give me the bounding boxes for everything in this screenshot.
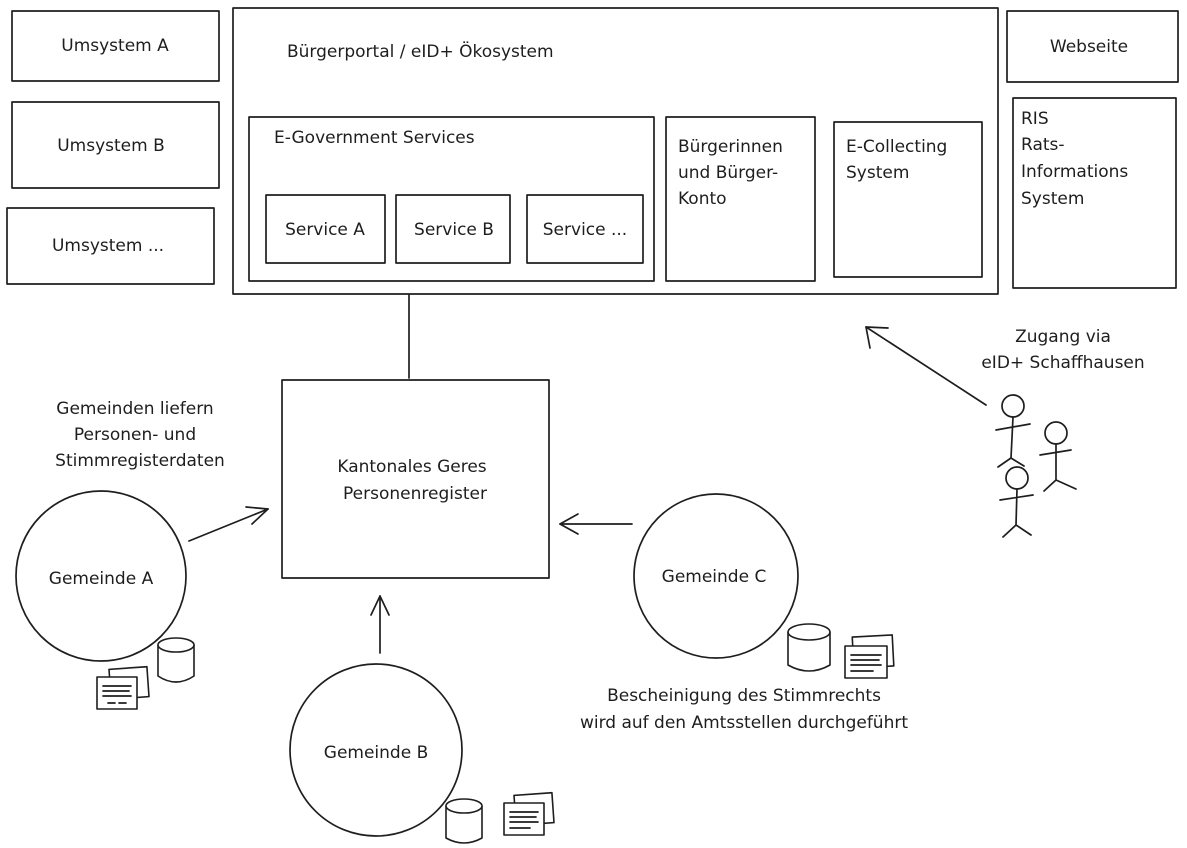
service-b-frame <box>395 194 511 264</box>
webseite-frame <box>1006 10 1179 83</box>
egov-services-box[interactable]: E-Government Services Service A Service … <box>248 116 655 282</box>
gemeinde-a-documents-icon <box>96 665 150 710</box>
bescheinigung-line-2: wird auf den Amtsstellen durchgeführt <box>580 713 908 733</box>
umsystem-a-frame <box>11 10 220 82</box>
egov-services-title: E-Government Services <box>274 128 475 148</box>
service-c-box[interactable]: Service ... <box>526 194 644 264</box>
ris-box[interactable]: RIS Rats- Informations System <box>1012 97 1177 289</box>
zugang-note: Zugang via eID+ Schaffhausen <box>981 327 1144 373</box>
ris-line-3: Informations <box>1021 162 1128 182</box>
personenregister-box[interactable]: Kantonales Geres Personenregister <box>281 379 550 579</box>
gemeinde-b-circle <box>289 663 463 837</box>
ecollecting-line-2: System <box>846 163 909 183</box>
webseite-box[interactable]: Webseite <box>1006 10 1179 83</box>
buergerportal-title: Bürgerportal / eID+ Ökosystem <box>287 40 554 62</box>
buergerkonto-frame <box>665 116 816 282</box>
personenregister-line-1: Kantonales Geres <box>337 457 486 477</box>
umsystem-c-label: Umsystem ... <box>52 236 164 256</box>
gemeinde-b-label: Gemeinde B <box>324 743 428 763</box>
arrow-users-to-portal <box>865 326 987 406</box>
ecollecting-box[interactable]: E-Collecting System <box>833 121 983 278</box>
zugang-line-1: Zugang via <box>1015 327 1111 347</box>
buergerkonto-line-3: Konto <box>678 189 727 209</box>
citizen-figure-icon <box>995 394 1031 468</box>
umsystem-b-frame <box>11 101 220 189</box>
gemeinde-c-database-icon <box>787 623 831 672</box>
arrow-gemeinde-b-to-register <box>370 595 390 654</box>
citizen-figure-icon <box>1039 421 1077 492</box>
webseite-label: Webseite <box>1050 37 1128 57</box>
ecollecting-line-1: E-Collecting <box>846 137 947 157</box>
ris-line-2: Rats- <box>1021 135 1065 155</box>
egov-services-frame <box>248 116 655 282</box>
gemeinde-c-label: Gemeinde C <box>662 567 767 587</box>
umsystem-b-label: Umsystem B <box>57 136 165 156</box>
umsystem-a-label: Umsystem A <box>61 36 169 56</box>
buergerkonto-line-1: Bürgerinnen <box>678 137 783 157</box>
umsystem-b-box[interactable]: Umsystem B <box>11 101 220 189</box>
gemeinde-a-label: Gemeinde A <box>49 569 154 589</box>
buergerportal-box[interactable]: Bürgerportal / eID+ Ökosystem E-Governme… <box>232 7 999 295</box>
gemeinden-note-line-1: Gemeinden liefern <box>56 399 213 419</box>
bescheinigung-note: Bescheinigung des Stimmrechts wird auf d… <box>580 686 908 733</box>
citizen-figure-icon <box>999 466 1034 538</box>
service-b-box[interactable]: Service B <box>395 194 511 264</box>
buergerportal-frame <box>232 7 999 295</box>
service-a-frame <box>265 194 386 264</box>
service-a-box[interactable]: Service A <box>265 194 386 264</box>
gemeinde-a-database-icon <box>157 637 195 683</box>
umsystem-a-box[interactable]: Umsystem A <box>11 10 220 82</box>
gemeinde-a-circle <box>15 490 187 662</box>
gemeinden-note: Gemeinden liefern Personen- und Stimmreg… <box>55 399 225 471</box>
ecollecting-frame <box>833 121 983 278</box>
personenregister-frame <box>281 379 550 579</box>
umsystem-c-frame <box>6 207 215 285</box>
ris-line-4: System <box>1021 189 1084 209</box>
gemeinden-note-line-3: Stimmregisterdaten <box>55 451 225 471</box>
umsystem-c-box[interactable]: Umsystem ... <box>6 207 215 285</box>
service-c-frame <box>526 194 644 264</box>
gemeinde-b-database-icon <box>445 798 483 844</box>
gemeinde-c[interactable]: Gemeinde C <box>633 493 799 659</box>
personenregister-line-2: Personenregister <box>343 484 487 504</box>
gemeinde-b-documents-icon <box>503 791 555 836</box>
gemeinde-b[interactable]: Gemeinde B <box>289 663 463 837</box>
service-c-label: Service ... <box>543 220 627 240</box>
buergerkonto-box[interactable]: Bürgerinnen und Bürger- Konto <box>665 116 816 282</box>
gemeinden-note-line-2: Personen- und <box>74 425 196 445</box>
gemeinde-c-circle <box>633 493 799 659</box>
service-a-label: Service A <box>285 220 365 240</box>
ris-line-1: RIS <box>1021 109 1049 129</box>
service-b-label: Service B <box>414 220 494 240</box>
arrow-gemeinde-c-to-register <box>559 513 633 535</box>
zugang-line-2: eID+ Schaffhausen <box>981 353 1144 373</box>
arrow-gemeinde-a-to-register <box>188 506 269 542</box>
gemeinde-c-documents-icon <box>844 634 895 679</box>
ris-frame <box>1012 97 1177 289</box>
buergerkonto-line-2: und Bürger- <box>678 163 778 183</box>
gemeinde-a[interactable]: Gemeinde A <box>15 490 187 662</box>
bescheinigung-line-1: Bescheinigung des Stimmrechts <box>607 686 881 706</box>
